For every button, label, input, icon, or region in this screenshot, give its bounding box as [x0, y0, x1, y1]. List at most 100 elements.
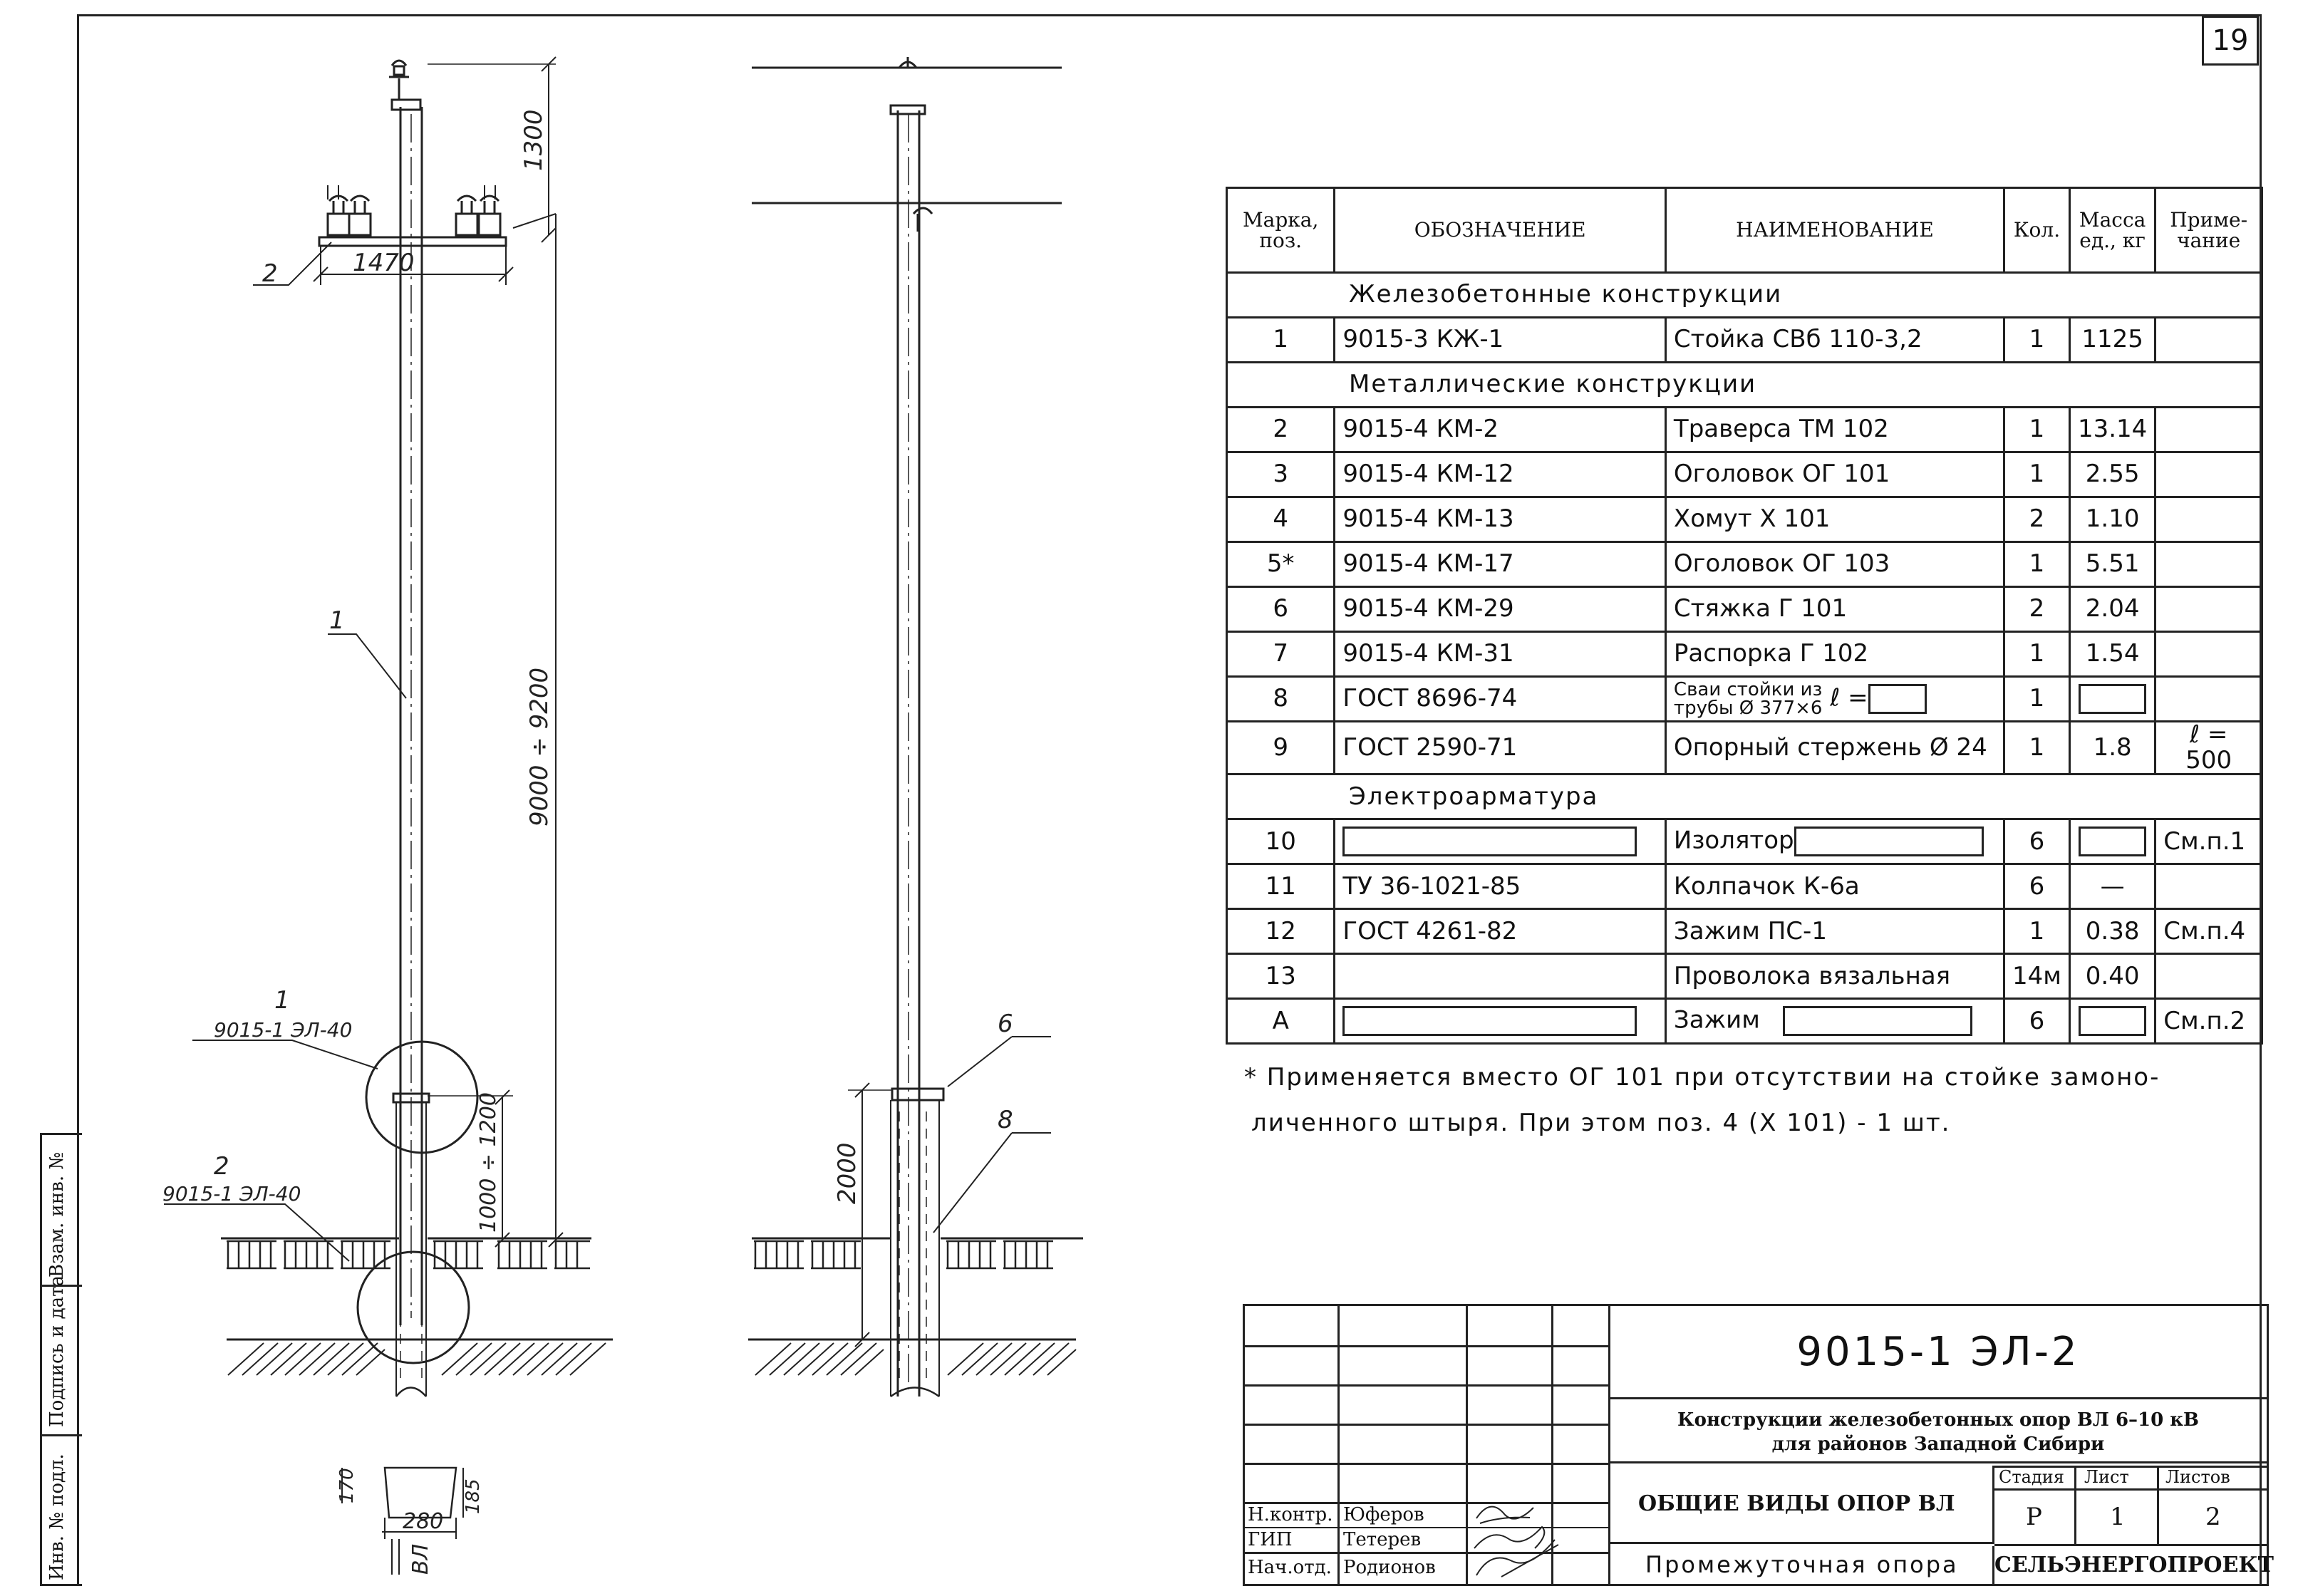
- leader-pile-pos: 8: [998, 1106, 1013, 1134]
- cell-designation: ГОСТ 2590-71: [1333, 720, 1667, 776]
- cell-note: См.п.1: [2154, 818, 2263, 866]
- cell-mass: 0.38: [2068, 908, 2157, 955]
- cell-mass: 1.8: [2068, 720, 2157, 776]
- cell-pos: 13: [1225, 953, 1336, 1000]
- dim-sleeve: 2000: [833, 1142, 861, 1204]
- footnote: * Применяется вместо ОГ 101 при отсутств…: [1244, 1054, 2256, 1146]
- blank-field: [1868, 684, 1927, 714]
- dim-crossarm-width: 1470: [353, 249, 415, 277]
- cell-pos: 6: [1225, 586, 1336, 633]
- cell-qty: 1: [2003, 720, 2071, 776]
- header-mass: Масса ед., кг: [2068, 187, 2157, 274]
- blank-field: [1342, 1006, 1637, 1037]
- cell-designation: 9015-4 КМ-2: [1333, 406, 1667, 453]
- blank-field: [1783, 1006, 1973, 1037]
- cell-qty: 2: [2003, 586, 2071, 633]
- stage-label: Стадия: [1999, 1467, 2064, 1487]
- cell-pos: 5*: [1225, 541, 1336, 588]
- sheet-number: 19: [2202, 16, 2259, 66]
- footnote-line2: личенного штыря. При этом поз. 4 (Х 101)…: [1251, 1109, 1951, 1137]
- pile-length-label: ℓ =: [1830, 683, 1868, 712]
- cell-note: [2154, 451, 2263, 498]
- cell-designation: 9015-4 КМ-17: [1333, 541, 1667, 588]
- cell-note: [2154, 631, 2263, 678]
- cell-note: [2154, 675, 2263, 722]
- dim-pole-height: 9000 ÷ 9200: [525, 668, 554, 826]
- cell-name: Оголовок ОГ 103: [1664, 541, 2006, 588]
- cell-qty: 1: [2003, 631, 2071, 678]
- role-norm-control: Н.контр.: [1248, 1504, 1333, 1525]
- cell-pos: А: [1225, 998, 1336, 1045]
- project-title-line2: для районов Западной Сибири: [1771, 1434, 2105, 1455]
- cell-mass: [2068, 998, 2157, 1045]
- table-row: 9 ГОСТ 2590-71 Опорный стержень Ø 24 1 1…: [1225, 720, 2263, 776]
- right-view: [748, 57, 1083, 1398]
- cell-name: Проволока вязальная: [1664, 953, 2006, 1000]
- pile-name-line2: трубы Ø 377×6: [1673, 698, 1823, 719]
- detail2-ref: 9015-1 ЭЛ-40: [162, 1182, 301, 1206]
- section-electrical: Электроарматура: [1226, 773, 2263, 821]
- dim-embed-depth: 1000 ÷ 1200: [476, 1092, 501, 1233]
- signatures: [1474, 1506, 1559, 1577]
- cell-mass: 0.40: [2068, 953, 2157, 1000]
- table-row: 3 9015-4 КМ-12 Оголовок ОГ 101 1 2.55: [1225, 451, 2263, 498]
- cell-mass: 1125: [2068, 316, 2157, 363]
- cell-name: Распорка Г 102: [1664, 631, 2006, 678]
- table-row: 1 9015-3 КЖ-1 Стойка СВб 110-3,2 1 1125: [1225, 316, 2263, 363]
- cell-designation: 9015-4 КМ-13: [1333, 496, 1667, 543]
- cell-designation: [1333, 818, 1667, 866]
- cell-mass: 5.51: [2068, 541, 2157, 588]
- leader-tie-pos: 6: [998, 1010, 1013, 1038]
- cell-designation: 9015-4 КМ-12: [1333, 451, 1667, 498]
- blank-field: [2078, 1006, 2147, 1037]
- cell-name: Зажим ПС-1: [1664, 908, 2006, 955]
- cell-pos: 4: [1225, 496, 1336, 543]
- project-title: Конструкции железобетонных опор ВЛ 6–10 …: [1610, 1399, 2267, 1463]
- section-reinforced-concrete: Железобетонные конструкции: [1226, 271, 2263, 318]
- cell-note: [2154, 953, 2263, 1000]
- leader-crossarm-pos: 2: [262, 259, 278, 288]
- name-dept-head: Родионов: [1343, 1557, 1436, 1578]
- cell-pos: 1: [1225, 316, 1336, 363]
- table-row: 11 ТУ 36-1021-85 Колпачок К-6а 6 —: [1225, 863, 2263, 911]
- cell-name: Зажим: [1664, 998, 2006, 1045]
- left-view: [164, 56, 613, 1575]
- cell-mass: 13.14: [2068, 406, 2157, 453]
- blank-field: [1342, 826, 1637, 857]
- cell-mass: 1.10: [2068, 496, 2157, 543]
- cell-name: Опорный стержень Ø 24: [1664, 720, 2006, 776]
- header-designation: ОБОЗНАЧЕНИЕ: [1333, 187, 1667, 274]
- cell-note: [2154, 586, 2263, 633]
- cell-note: [2154, 316, 2263, 363]
- section-row: Металлические конструкции: [1226, 361, 2263, 408]
- cell-note: [2154, 496, 2263, 543]
- cell-qty: 6: [2003, 998, 2071, 1045]
- cell-name: Изолятор: [1664, 818, 2006, 866]
- base-label: ВЛ: [408, 1544, 433, 1575]
- cell-pos: 10: [1225, 818, 1336, 866]
- pile-name-line1: Сваи стойки из: [1673, 679, 1823, 700]
- cell-designation: [1333, 953, 1667, 1000]
- blank-field: [2078, 826, 2147, 857]
- cell-name: Стойка СВб 110-3,2: [1664, 316, 2006, 363]
- sheet-title: ОБЩИЕ ВИДЫ ОПОР ВЛ: [1610, 1466, 1994, 1544]
- stage-sheet-grid: Стадия Лист Листов Р 1 2: [1994, 1466, 2267, 1546]
- header-qty: Кол.: [2003, 187, 2071, 274]
- cell-mass: [2068, 818, 2157, 866]
- cell-designation: ГОСТ 8696-74: [1333, 675, 1667, 722]
- cell-designation: ТУ 36-1021-85: [1333, 863, 1667, 911]
- dim-base-h2: 185: [462, 1478, 484, 1514]
- dim-base-h1: 170: [336, 1468, 358, 1503]
- signature-grid: Н.контр. Юферов ГИП Тетерев Нач.отд. Род…: [1245, 1306, 1610, 1584]
- cell-name: Стяжка Г 101: [1664, 586, 2006, 633]
- sheet-value: 1: [2110, 1503, 2126, 1531]
- cell-pos: 3: [1225, 451, 1336, 498]
- cell-qty: 14м: [2003, 953, 2071, 1000]
- section-metal: Металлические конструкции: [1226, 361, 2263, 408]
- table-header: Марка, поз. ОБОЗНАЧЕНИЕ НАИМЕНОВАНИЕ Кол…: [1225, 187, 2263, 274]
- cell-mass: 1.54: [2068, 631, 2157, 678]
- cell-pos: 12: [1225, 908, 1336, 955]
- sheets-value: 2: [2205, 1503, 2221, 1531]
